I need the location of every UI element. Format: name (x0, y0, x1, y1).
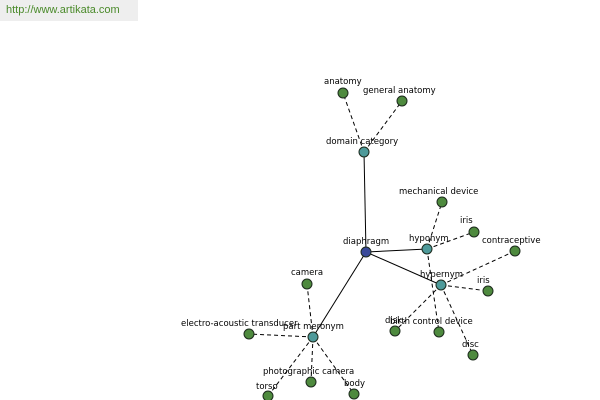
node-marker-disc[interactable] (467, 349, 479, 361)
node-label-anatomy: anatomy (324, 77, 362, 87)
node-anatomy[interactable]: anatomy (324, 77, 362, 99)
node-label-iris-1: iris (460, 216, 473, 226)
node-marker-hypernym[interactable] (435, 279, 447, 291)
node-marker-diaphragm[interactable] (360, 246, 372, 258)
node-marker-birth-control-device[interactable] (433, 326, 445, 338)
url-banner[interactable]: http://www.artikata.com (0, 0, 138, 21)
node-label-diaphragm: diaphragm (343, 237, 389, 247)
node-label-contraceptive: contraceptive (482, 236, 541, 246)
node-marker-hyponym[interactable] (421, 243, 433, 255)
edges-layer (248, 92, 516, 397)
node-label-disk: disk (385, 316, 402, 326)
edge-diaphragm-to-domain-category (363, 151, 367, 253)
edge-hyponym-to-iris-1 (426, 231, 475, 250)
node-marker-anatomy[interactable] (337, 87, 349, 99)
node-mechanical-device[interactable]: mechanical device (399, 187, 478, 208)
node-label-electro-acoustic-transducer: electro-acoustic transducer (181, 319, 298, 329)
node-part-meronym[interactable]: part meronym (283, 322, 344, 343)
node-marker-part-meronym[interactable] (307, 331, 319, 343)
edge-hypernym-to-disk (394, 284, 442, 332)
node-camera[interactable]: camera (291, 268, 323, 290)
node-marker-iris-1[interactable] (468, 226, 480, 238)
node-electro-acoustic-transducer[interactable]: electro-acoustic transducer (181, 319, 298, 340)
node-label-photographic-camera: photographic camera (263, 367, 354, 377)
node-label-disc: disc (462, 340, 479, 350)
node-disc[interactable]: disc (462, 340, 479, 361)
node-marker-camera[interactable] (301, 278, 313, 290)
node-hypernym[interactable]: hypernym (420, 270, 463, 291)
node-label-torso: torso (256, 382, 278, 392)
nodes-layer: diaphragm domain category hyponym hypernym p… (181, 77, 541, 400)
edge-part-meronym-to-body (312, 336, 355, 395)
edge-diaphragm-to-hyponym (365, 248, 428, 253)
node-marker-disk[interactable] (389, 325, 401, 337)
node-photographic-camera[interactable]: photographic camera (263, 367, 354, 388)
node-label-birth-control-device: birth control device (390, 317, 473, 327)
node-contraceptive[interactable]: contraceptive (482, 236, 541, 257)
node-hyponym[interactable]: hyponym (409, 234, 449, 255)
node-marker-torso[interactable] (262, 390, 274, 400)
node-marker-photographic-camera[interactable] (305, 376, 317, 388)
node-torso[interactable]: torso (256, 382, 278, 400)
node-iris-2[interactable]: iris (477, 276, 494, 297)
edge-domain-category-to-general-anatomy (363, 100, 403, 153)
node-domain-category[interactable]: domain category (326, 137, 398, 158)
node-body[interactable]: body (344, 379, 365, 400)
edge-diaphragm-to-hypernym (365, 251, 442, 286)
node-label-body: body (344, 379, 365, 389)
edge-hyponym-to-mechanical-device (426, 201, 443, 250)
node-label-iris-2: iris (477, 276, 490, 286)
node-birth-control-device[interactable]: birth control device (390, 317, 473, 338)
node-marker-mechanical-device[interactable] (436, 196, 448, 208)
node-marker-iris-2[interactable] (482, 285, 494, 297)
edge-part-meronym-to-torso (267, 336, 314, 397)
edge-part-meronym-to-camera (306, 283, 314, 338)
node-disk[interactable]: disk (385, 316, 402, 337)
node-label-hyponym: hyponym (409, 234, 449, 244)
node-marker-contraceptive[interactable] (509, 245, 521, 257)
node-label-camera: camera (291, 268, 323, 278)
node-label-mechanical-device: mechanical device (399, 187, 478, 197)
node-label-general-anatomy: general anatomy (363, 86, 436, 96)
node-marker-domain-category[interactable] (358, 146, 370, 158)
node-diaphragm[interactable]: diaphragm (343, 237, 389, 258)
node-marker-body[interactable] (348, 388, 360, 400)
edge-hypernym-to-disc (440, 284, 474, 356)
edge-diaphragm-to-part-meronym (312, 251, 367, 338)
node-label-part-meronym: part meronym (283, 322, 344, 332)
edge-hypernym-to-iris-2 (440, 284, 489, 292)
node-marker-general-anatomy[interactable] (396, 95, 408, 107)
node-label-domain-category: domain category (326, 137, 398, 147)
edge-part-meronym-to-photographic-camera (310, 336, 314, 383)
edge-domain-category-to-anatomy (342, 92, 365, 153)
node-general-anatomy[interactable]: general anatomy (363, 86, 436, 107)
node-iris-1[interactable]: iris (460, 216, 480, 238)
edge-part-meronym-to-electro-acoustic-transducer (248, 333, 314, 338)
node-label-hypernym: hypernym (420, 270, 463, 280)
node-marker-electro-acoustic-transducer[interactable] (243, 328, 255, 340)
